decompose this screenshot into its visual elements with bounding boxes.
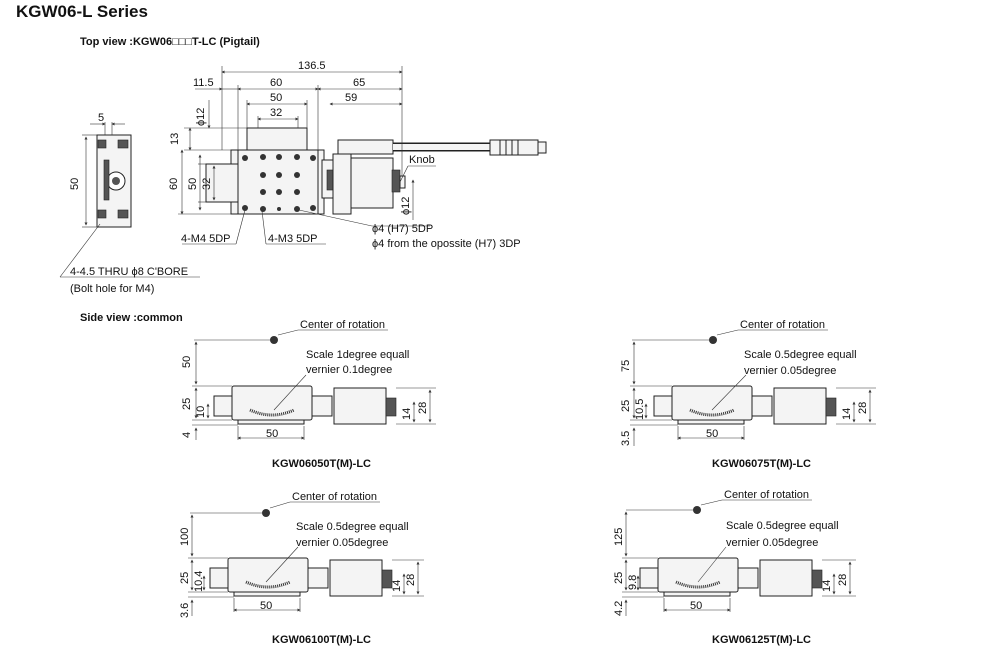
- side-view-3: [188, 501, 424, 616]
- side2-width: 50: [706, 428, 718, 440]
- side1-rotation: Center of rotation: [300, 319, 385, 331]
- side4-scale: Scale 0.5degree equall: [726, 520, 839, 532]
- label-bolt: (Bolt hole for M4): [70, 283, 154, 295]
- side3-width: 50: [260, 600, 272, 612]
- side2-rotation: Center of rotation: [740, 319, 825, 331]
- dim-left-offset: 11.5: [193, 77, 214, 89]
- side-view-2: [630, 329, 876, 446]
- side3-scale: Scale 0.5degree equall: [296, 521, 409, 533]
- dim-60: 60: [270, 77, 282, 89]
- side1-h-mid: 25: [181, 398, 193, 410]
- side-view-4: [622, 499, 856, 616]
- label-thru: 4-4.5 THRU ϕ8 C'BORE: [70, 266, 188, 278]
- dim-v32: 32: [201, 178, 213, 190]
- dim-65: 65: [353, 77, 365, 89]
- side2-vernier: vernier 0.05degree: [744, 365, 836, 377]
- caption-kgw06125: KGW06125T(M)-LC: [712, 634, 812, 646]
- side1-r28: 28: [417, 402, 429, 414]
- dim-59: 59: [345, 92, 357, 104]
- dim-side-5: 5: [98, 112, 104, 124]
- label-m4: 4-M4 5DP: [181, 233, 231, 245]
- side2-h-small: 10.5: [634, 399, 646, 420]
- side3-r28: 28: [405, 574, 417, 586]
- side2-r14: 14: [841, 408, 853, 420]
- dim-13: 13: [169, 133, 181, 145]
- side4-h-top: 125: [613, 528, 625, 546]
- label-knob: Knob: [409, 154, 435, 166]
- page-title: KGW06-L Series: [16, 2, 148, 21]
- top-view-heading: Top view :KGW06□□□T-LC (Pigtail): [80, 36, 260, 48]
- side2-h-mid: 25: [620, 400, 632, 412]
- side3-vernier: vernier 0.05degree: [296, 537, 388, 549]
- side1-vernier: vernier 0.1degree: [306, 364, 392, 376]
- side-view-1: [192, 329, 436, 440]
- side3-rotation: Center of rotation: [292, 491, 377, 503]
- side4-r28: 28: [837, 574, 849, 586]
- top-dims-horizontal: [195, 66, 403, 176]
- side4-r14: 14: [821, 580, 833, 592]
- side1-width: 50: [266, 428, 278, 440]
- side-view-heading: Side view :common: [80, 312, 183, 324]
- side2-scale: Scale 0.5degree equall: [744, 349, 857, 361]
- side3-h-top: 100: [179, 528, 191, 546]
- side1-r14: 14: [401, 408, 413, 420]
- side3-r14: 14: [391, 580, 403, 592]
- dim-v50: 50: [187, 178, 199, 190]
- side2-h-top: 75: [620, 360, 632, 372]
- side3-h-small: 10.4: [193, 571, 205, 592]
- top-plan-view: [205, 127, 547, 215]
- side4-h-small: 9.8: [627, 575, 639, 590]
- label-m3: 4-M3 5DP: [268, 233, 318, 245]
- caption-kgw06100: KGW06100T(M)-LC: [272, 634, 372, 646]
- dim-32: 32: [270, 107, 282, 119]
- side4-rotation: Center of rotation: [724, 489, 809, 501]
- side4-h-base: 4.2: [613, 601, 625, 616]
- side2-h-base: 3.5: [620, 431, 632, 446]
- side4-h-mid: 25: [613, 572, 625, 584]
- side4-vernier: vernier 0.05degree: [726, 537, 818, 549]
- dim-phi12-knob: ϕ12: [400, 197, 412, 215]
- label-h7: ϕ4 (H7) 5DP: [372, 223, 433, 235]
- dim-phi12-top: ϕ12: [195, 108, 207, 126]
- side1-h-base: 4: [181, 432, 193, 438]
- label-h7-opposite: ϕ4 from the opossite (H7) 3DP: [372, 238, 521, 250]
- caption-kgw06050: KGW06050T(M)-LC: [272, 458, 372, 470]
- dim-v60: 60: [168, 178, 180, 190]
- dim-side-50: 50: [69, 178, 81, 190]
- top-dims-vertical: [178, 100, 415, 220]
- side2-r28: 28: [857, 402, 869, 414]
- caption-kgw06075: KGW06075T(M)-LC: [712, 458, 812, 470]
- side1-scale: Scale 1degree equall: [306, 349, 409, 361]
- dim-overall: 136.5: [298, 60, 326, 72]
- side1-h-top: 50: [181, 356, 193, 368]
- side3-h-base: 3.6: [179, 603, 191, 618]
- dim-50: 50: [270, 92, 282, 104]
- side3-h-mid: 25: [179, 572, 191, 584]
- top-leaders: [182, 165, 436, 245]
- side4-width: 50: [690, 600, 702, 612]
- top-side-view: [59, 122, 200, 278]
- side1-h-small: 10: [195, 406, 207, 418]
